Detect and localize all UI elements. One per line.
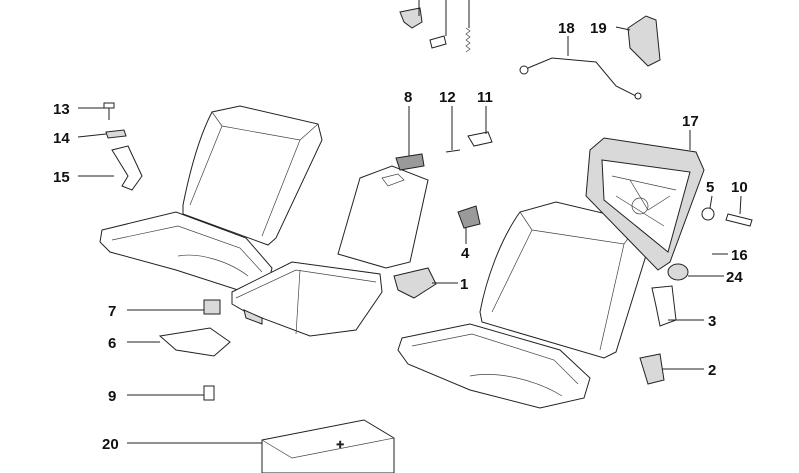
label-13: 13 [53,101,70,118]
nut-5 [701,207,715,221]
label-7: 7 [108,303,116,320]
first-aid-kit-20: ✚ [261,419,395,473]
label-8: 8 [404,89,412,106]
label-12: 12 [439,89,456,106]
label-20: 20 [102,436,119,453]
label-3: 3 [708,313,716,330]
svg-text:✚: ✚ [336,440,344,451]
clip-2 [639,353,665,385]
label-24: 24 [726,269,743,286]
cap-24 [667,263,689,281]
seatback-frame [585,137,705,271]
label-2: 2 [708,362,716,379]
label-16: 16 [731,247,748,264]
center-armrest [231,165,429,337]
hinge-1 [393,267,437,299]
right-seat [397,201,653,409]
bracket-11 [467,131,493,147]
label-5: 5 [706,179,714,196]
label-19: 19 [590,20,607,37]
label-14: 14 [53,130,70,147]
latch-4 [457,205,481,229]
screw-12 [445,149,461,153]
label-1: 1 [460,276,468,293]
label-17: 17 [682,113,699,130]
label-4: 4 [461,245,470,262]
label-18: 18 [558,20,575,37]
bolt-10 [725,213,753,227]
label-11: 11 [477,89,493,106]
cap-7 [203,299,221,315]
label-15: 15 [53,169,70,186]
label-9: 9 [108,388,116,405]
bracket-3 [651,285,677,327]
clip-14 [105,129,127,139]
bracket-6 [158,327,231,357]
label-10: 10 [731,179,748,196]
screw-13 [103,102,115,120]
top-hardware [399,7,471,53]
leader-lines [77,0,742,444]
pin-9 [203,385,215,401]
left-seat [99,105,323,291]
part-labels: 18 19 13 14 15 8 12 11 17 5 10 16 24 4 1… [53,20,748,453]
cover-part [627,15,661,67]
latch-cover-8 [395,153,425,171]
label-6: 6 [108,335,116,352]
strap-15 [111,145,143,191]
cable [519,57,642,100]
